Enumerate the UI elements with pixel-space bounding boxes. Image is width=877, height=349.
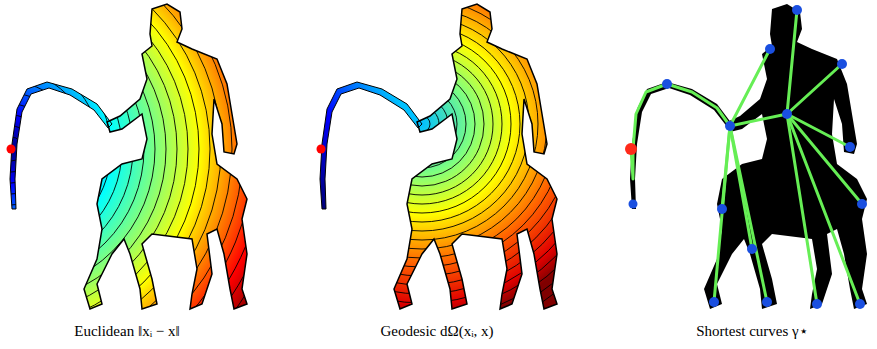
contour-line	[0, 0, 287, 349]
contour-line	[0, 0, 276, 349]
contour-line	[0, 93, 67, 205]
contour-line	[0, 0, 265, 349]
contour-line	[0, 104, 56, 194]
contour-line	[0, 71, 89, 227]
contour-line	[0, 115, 45, 183]
contour-line	[0, 49, 111, 249]
contour-line	[288, 0, 556, 258]
contour-line	[0, 0, 254, 349]
contour-line	[0, 0, 309, 349]
contour-line	[0, 5, 155, 293]
panel-caption: Shortest curves γ⋆	[696, 322, 807, 340]
euclidean-panel	[0, 0, 309, 349]
contour-line	[243, 0, 601, 303]
contour-line	[234, 0, 610, 312]
contour-line	[0, 0, 232, 349]
contour-line	[297, 0, 547, 249]
contour-line	[252, 0, 592, 294]
panel-caption: Euclidean ‖xᵢ − x‖	[74, 322, 180, 340]
geodesic-panel	[207, 0, 637, 339]
contour-line	[261, 0, 583, 285]
contour-line	[0, 0, 166, 304]
contour-line	[216, 0, 628, 330]
contour-line	[0, 0, 243, 349]
contour-line	[0, 0, 210, 348]
contour-line	[0, 0, 298, 349]
contour-line	[0, 38, 122, 260]
contour-line	[225, 0, 619, 321]
panel-caption: Geodesic dΩ(xᵢ, x)	[380, 322, 493, 340]
contour-line	[0, 82, 78, 216]
contour-line	[315, 17, 529, 231]
contour-line	[0, 0, 188, 326]
contour-line	[0, 60, 100, 238]
contour-line	[306, 8, 538, 240]
contour-line	[0, 0, 199, 337]
contour-line	[0, 0, 221, 349]
shortest-curves-panel	[625, 4, 867, 309]
contour-line	[207, 0, 637, 339]
